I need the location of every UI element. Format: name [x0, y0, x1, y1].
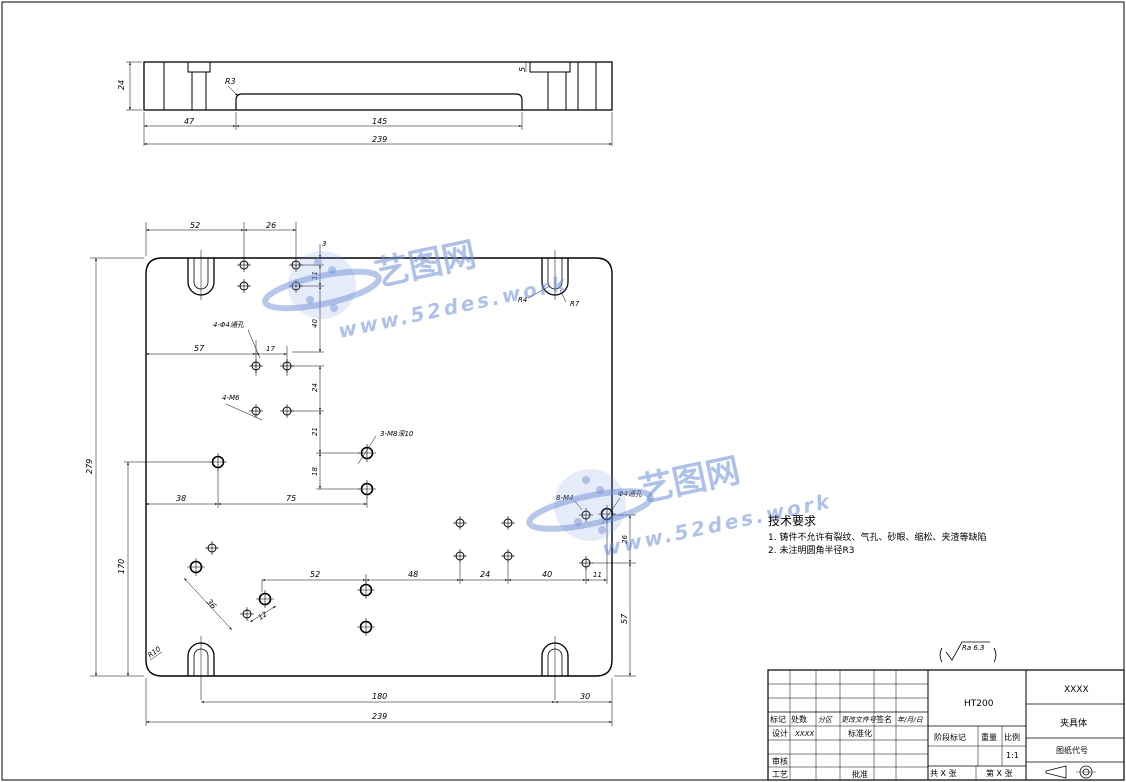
- dim-h-17: 17: [266, 345, 275, 353]
- dim-top-radius: R3: [225, 77, 236, 86]
- tb-label-stage: 阶段标记: [934, 732, 966, 742]
- dim-v-24: 24: [311, 383, 319, 392]
- dim-top-overall: 239: [372, 135, 387, 144]
- tb-label-process: 工艺: [772, 770, 788, 779]
- tb-scale: 1:1: [1006, 751, 1019, 760]
- dim-right-26: 26: [621, 535, 629, 544]
- dim-b-52: 52: [310, 570, 320, 579]
- dim-h-38: 38: [176, 494, 186, 503]
- tb-label-date: 年/月/日: [897, 716, 924, 724]
- tech-notes-title: 技术要求: [768, 514, 816, 528]
- callout-r4: R4: [518, 296, 527, 304]
- dim-top-left-offset: 47: [184, 117, 195, 126]
- callout-r7: R7: [570, 300, 580, 308]
- dim-bottom-30: 30: [580, 692, 590, 701]
- watermark-logo-2: [526, 469, 654, 541]
- dim-v-21: 21: [311, 427, 319, 436]
- callout-4-m6: 4-M6: [222, 394, 240, 402]
- watermark-cn-2: 艺图网: [636, 450, 744, 510]
- tech-notes-line-1: 1. 铸件不允许有裂纹、气孔、砂眼、缩松、夹渣等缺陷: [768, 531, 986, 543]
- dim-h-57: 57: [194, 344, 205, 353]
- dim-b-11: 11: [593, 571, 602, 579]
- tb-label-approve: 批准: [852, 769, 868, 779]
- callout-r10: R10: [146, 645, 162, 660]
- tb-part-name: 夹具体: [1060, 717, 1087, 729]
- dim-overall-height: 279: [85, 459, 94, 474]
- callout-3-m8: 3-M8深10: [380, 430, 414, 438]
- tb-drawing-no: 图纸代号: [1056, 745, 1088, 755]
- tb-company: XXXX: [1064, 685, 1089, 695]
- callout-4-phi4: 4-Φ4通孔: [213, 321, 245, 329]
- tb-label-design: 设计: [772, 728, 788, 738]
- dim-v-18: 18: [311, 467, 319, 476]
- dim-right-57: 57: [620, 613, 629, 624]
- dim-left-170: 170: [117, 559, 126, 574]
- roughness-symbol: [939, 641, 997, 663]
- tb-label-review: 审核: [772, 756, 788, 766]
- dim-v-40: 40: [311, 319, 319, 328]
- dim-b-40: 40: [542, 570, 552, 579]
- plan-view-outline: [145, 257, 613, 677]
- watermark-cn-1: 艺图网: [372, 234, 480, 294]
- tb-material: HT200: [964, 699, 994, 709]
- dim-diag-12: 12: [257, 610, 269, 622]
- dim-b-24: 24: [480, 570, 490, 579]
- tb-label-ratio: 比例: [1004, 732, 1020, 742]
- u-slots: [187, 250, 569, 700]
- tb-label-standard: 标准化: [848, 728, 872, 738]
- dim-top-26: 26: [266, 221, 276, 230]
- callout-8-m4: 8-M4: [556, 494, 573, 502]
- dim-top-slot-length: 145: [372, 117, 387, 126]
- tb-label-sign: 签名: [876, 714, 892, 724]
- top-view: [126, 61, 613, 146]
- dim-b-48: 48: [408, 570, 418, 579]
- watermark-url-1: www.52des.work: [336, 271, 570, 343]
- dim-h-75: 75: [286, 494, 296, 503]
- dim-bottom-180: 180: [372, 692, 387, 701]
- tb-label-weight: 重量: [981, 732, 997, 742]
- tb-label-count: 处数: [791, 714, 807, 724]
- tech-notes-line-2: 2. 未注明圆角半径R3: [768, 544, 854, 556]
- dim-top-slot-depth: 5: [518, 67, 527, 72]
- title-block: [767, 669, 1125, 781]
- dim-v-3: 3: [322, 240, 326, 248]
- tb-design-value: XXXX: [794, 730, 814, 738]
- dim-top-height: 24: [117, 80, 126, 90]
- watermark-logo-1: [262, 251, 382, 319]
- tb-label-zone: 分区: [818, 716, 833, 724]
- roughness-value: Ra 6.3: [962, 644, 985, 652]
- tb-label-sheet: 第 X 张: [986, 768, 1013, 778]
- tb-label-total: 共 X 张: [930, 769, 957, 778]
- dim-diag-36: 36: [205, 597, 219, 611]
- dim-top-52: 52: [190, 221, 200, 230]
- tb-label-change-doc: 更改文件号: [841, 716, 877, 724]
- dim-overall-width: 239: [372, 712, 387, 721]
- tb-label-marker: 标记: [770, 714, 786, 724]
